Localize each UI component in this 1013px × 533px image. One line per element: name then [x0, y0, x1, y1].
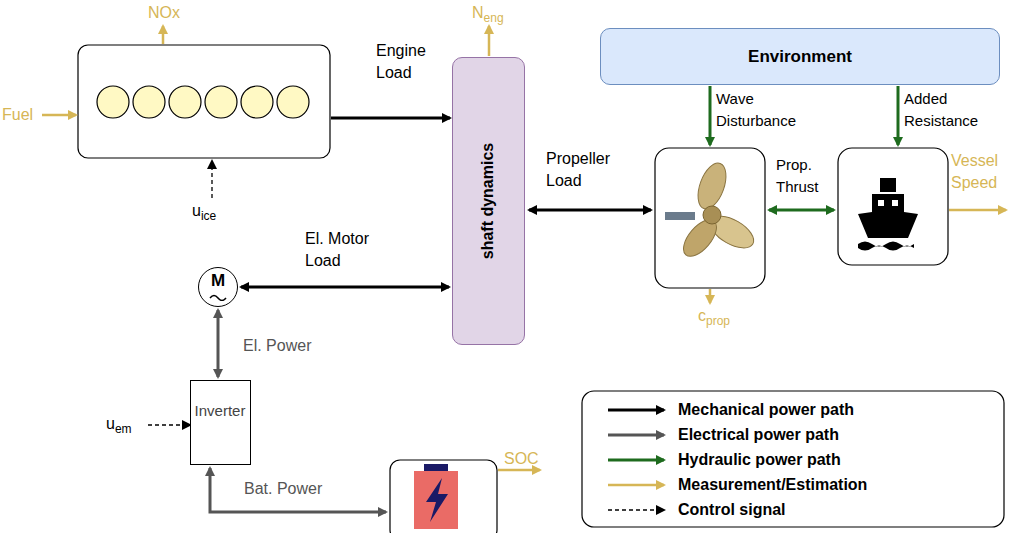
battery-icon: [414, 464, 458, 529]
legend-sample: [608, 484, 664, 487]
legend-sample: [608, 434, 664, 437]
legend-text: Measurement/Estimation: [678, 474, 867, 496]
legend-text: Mechanical power path: [678, 399, 854, 421]
propeller-icon: [665, 159, 759, 262]
soc-arrow: [498, 469, 540, 472]
signal-label: Neng: [472, 2, 522, 24]
engine-load-arrow: [331, 117, 450, 120]
node-text: Inverter: [195, 401, 246, 421]
cylinders: [97, 86, 309, 118]
propeller-load-arrow: [529, 209, 651, 212]
battery-power-line: [210, 468, 386, 512]
signal-label: SOC: [504, 448, 544, 470]
node-text: M: [211, 271, 225, 291]
legend-sample: [608, 509, 664, 510]
legend-sample: [608, 409, 664, 412]
ship-box: [838, 148, 948, 265]
shaft-box: shaft dynamics: [452, 57, 525, 345]
signal-label: Prop. Thrust: [776, 154, 838, 198]
battery-box: [390, 460, 497, 533]
legend-text: Control signal: [678, 499, 786, 521]
legend-text: Hydraulic power path: [678, 449, 841, 471]
signal-label: NOx: [148, 2, 188, 24]
signal-label: Added Resistance: [904, 88, 1004, 132]
edge-label: El. Motor Load: [305, 228, 389, 272]
legend-sample: [608, 459, 664, 462]
inverter-box: Inverter: [190, 380, 251, 465]
uem-arrow: [148, 424, 190, 425]
wave-arrow: [709, 86, 712, 145]
legend-text: Electrical power path: [678, 424, 839, 446]
signal-label: uice: [192, 200, 232, 222]
uice-arrow: [211, 161, 212, 198]
signal-label: Propeller Load: [546, 148, 624, 192]
signal-label: Wave Disturbance: [716, 88, 808, 132]
signal-label: Engine Load: [376, 40, 442, 84]
speed-arrow: [949, 209, 1006, 212]
propeller-box: [655, 148, 765, 288]
node-text: shaft dynamics: [479, 143, 499, 259]
power-connector: [241, 286, 449, 289]
cprop-arrow: [709, 289, 712, 303]
signal-label: Bat. Power: [244, 478, 328, 500]
signal-label: cprop: [698, 305, 748, 327]
resistance-arrow: [897, 86, 900, 145]
tilde-symbol: [208, 293, 228, 301]
fuel-arrow: [42, 114, 76, 117]
legend-box: [582, 391, 1004, 527]
power-connector: [217, 310, 220, 377]
neng-arrow: [488, 26, 491, 56]
signal-label: Fuel: [2, 104, 42, 126]
signal-label: uem: [106, 413, 146, 435]
thrust-arrow: [769, 209, 834, 212]
node-text: Environment: [748, 47, 852, 67]
ship-icon: [858, 178, 918, 251]
edge-label: El. Power: [243, 335, 327, 357]
environment-band: Environment: [600, 28, 1000, 85]
motor-circle: M: [198, 267, 238, 307]
nox-arrow: [162, 26, 165, 44]
signal-label: Vessel Speed: [951, 150, 1011, 194]
engine-box: [78, 45, 330, 158]
